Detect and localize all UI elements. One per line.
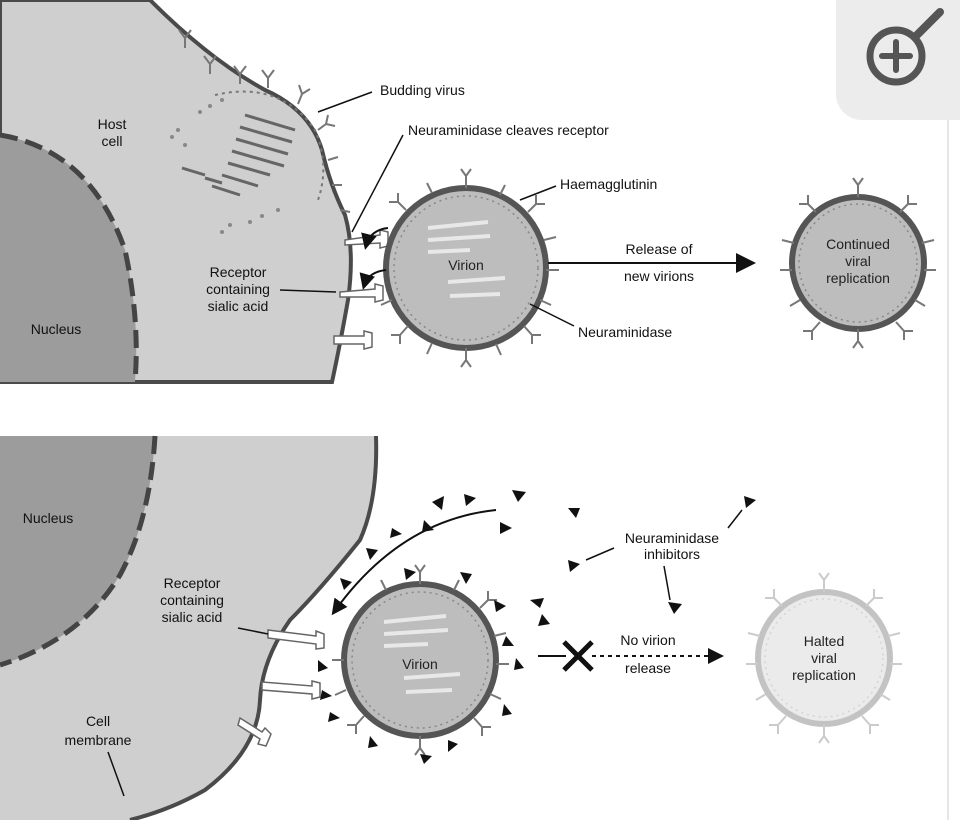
neuraminidase-inhibitors — [318, 490, 756, 764]
cell-membrane-label-1: Cell — [86, 713, 110, 729]
continued-label-2: viral — [845, 253, 871, 269]
receptor-label-top-3: sialic acid — [208, 298, 269, 314]
host-cell-label-2: cell — [101, 133, 122, 149]
continued-label-3: replication — [826, 270, 890, 286]
virion-bottom — [332, 564, 509, 756]
cell-membrane-label-2: membrane — [65, 732, 132, 748]
virion-label-top: Virion — [448, 257, 484, 273]
zoom-in-icon — [866, 8, 944, 86]
haemagglutinin-label: Haemagglutinin — [560, 176, 657, 192]
virion-top — [380, 168, 559, 368]
receptor-label-top-2: containing — [206, 281, 270, 297]
release-label-1: Release of — [626, 241, 693, 257]
nucleus-label-bottom: Nucleus — [23, 510, 74, 526]
halted-label-2: viral — [811, 650, 837, 666]
receptor-label-bottom-2: containing — [160, 592, 224, 608]
nucleus-bottom — [0, 436, 155, 665]
neuraminidase-cleaves-label: Neuraminidase cleaves receptor — [408, 122, 609, 138]
receptor-label-bottom-3: sialic acid — [162, 609, 223, 625]
blocked-release — [538, 640, 724, 672]
virion-continued — [780, 177, 936, 349]
inhibitors-label-2: inhibitors — [644, 546, 700, 562]
bottom-panel: Nucleus Receptor containing sialic acid … — [0, 435, 902, 822]
inhibitors-label-1: Neuraminidase — [625, 530, 719, 546]
nuclear-envelope — [0, 132, 139, 383]
top-panel: Host cell Nucleus Budding virus Neuramin… — [0, 0, 936, 384]
no-release-label-1: No virion — [620, 632, 675, 648]
receptors-bottom — [237, 629, 325, 747]
continued-label-1: Continued — [826, 236, 890, 252]
budding-virus-label: Budding virus — [380, 82, 465, 98]
receptor-label-bottom-1: Receptor — [164, 575, 221, 591]
cell-membrane — [129, 435, 379, 822]
virion-halted — [746, 572, 902, 744]
halted-label-3: replication — [792, 667, 856, 683]
nuclear-envelope-bottom — [0, 435, 158, 668]
halted-label-1: Halted — [804, 633, 844, 649]
nucleus — [0, 135, 137, 382]
budding-virus — [170, 29, 351, 234]
release-label-2: new virions — [624, 268, 694, 284]
virion-label-bottom: Virion — [402, 656, 438, 672]
receptor-label-top-1: Receptor — [210, 264, 267, 280]
host-cell-label-1: Host — [98, 116, 127, 132]
neuraminidase-label: Neuraminidase — [578, 324, 672, 340]
nucleus-label-top: Nucleus — [31, 321, 82, 337]
no-release-label-2: release — [625, 660, 671, 676]
zoom-in-button[interactable] — [836, 0, 960, 120]
